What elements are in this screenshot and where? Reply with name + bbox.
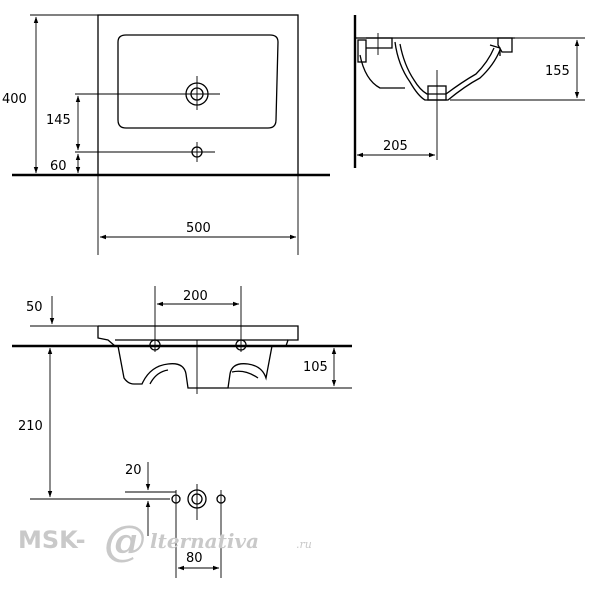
watermark-prefix: MSK-	[18, 526, 86, 554]
dim-waste-spacing: 80	[186, 551, 203, 566]
dim-side-depth: 155	[545, 64, 570, 79]
top-view-outline	[97, 14, 299, 176]
side-view: 155 205	[353, 15, 585, 168]
front-view: 200 50 105 210 20 80	[12, 286, 352, 578]
dim-top-height: 400	[2, 92, 27, 107]
top-view-bowl	[117, 34, 279, 129]
watermark-suffix: .ru	[296, 538, 312, 551]
top-view: 400 145 60 500	[2, 14, 330, 255]
front-bowl	[117, 345, 273, 389]
dim-drain-offset: 145	[46, 113, 71, 128]
watermark-at: @	[104, 516, 146, 565]
dim-front-height: 210	[18, 419, 43, 434]
dim-front-rim: 50	[26, 300, 43, 315]
dim-side-drain: 205	[383, 139, 408, 154]
front-rim	[97, 325, 299, 347]
dim-front-bowl-depth: 105	[303, 360, 328, 375]
dim-tap-offset: 60	[50, 159, 67, 174]
watermark-name: lternativa	[150, 529, 259, 553]
dim-waste-offset: 20	[125, 463, 142, 478]
side-bowl-outer	[394, 41, 501, 101]
dim-top-width: 500	[186, 221, 211, 236]
dim-front-tap-spacing: 200	[183, 289, 208, 304]
watermark: MSK- @ lternativa .ru	[18, 516, 312, 565]
